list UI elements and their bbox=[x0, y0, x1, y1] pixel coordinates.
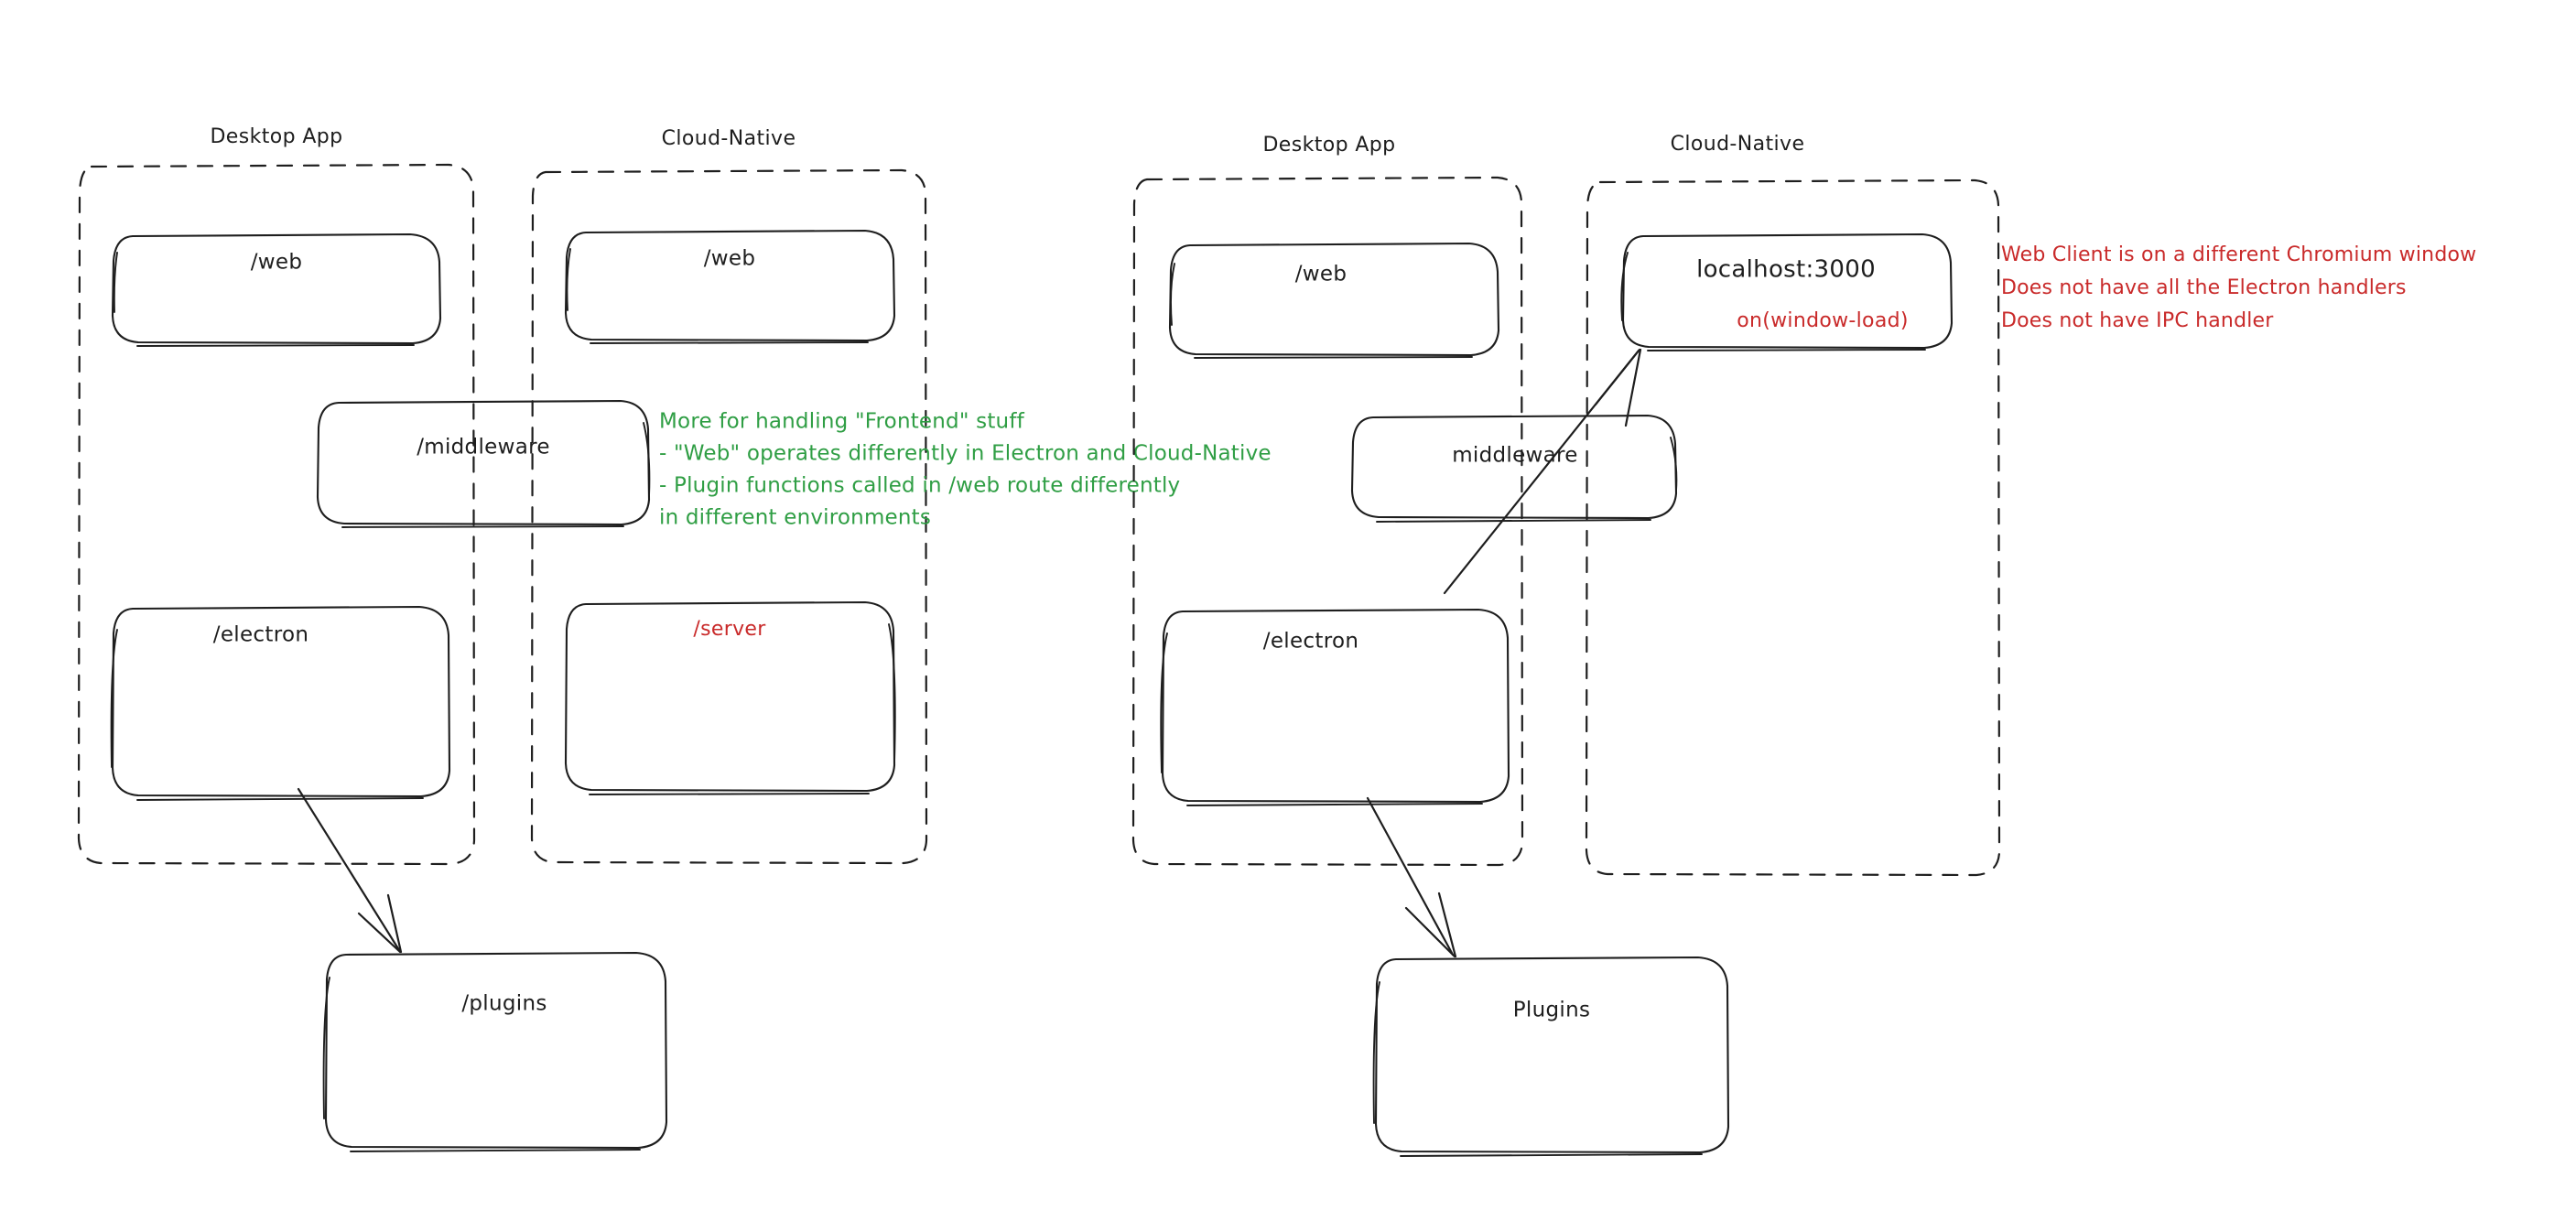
left-plugins-shape bbox=[324, 951, 668, 1150]
box-right-middleware[interactable]: middleware bbox=[1350, 414, 1678, 523]
left-cloud-native-boundary bbox=[530, 168, 928, 865]
right-plugins-label: Plugins bbox=[1513, 999, 1591, 1022]
left-server-label: /server bbox=[693, 618, 766, 641]
box-right-plugins[interactable]: Plugins bbox=[1372, 956, 1730, 1157]
right-desktop-app-label: Desktop App bbox=[1262, 134, 1395, 157]
left-cloud-web-label: /web bbox=[704, 247, 756, 271]
right-electron-shape bbox=[1161, 608, 1510, 804]
right-red-note-line-1: Web Client is on a different Chromium wi… bbox=[2001, 243, 2476, 266]
left-green-note: More for handling "Frontend" stuff - "We… bbox=[659, 410, 1272, 530]
right-electron-localhost-head-b bbox=[1624, 348, 1642, 427]
left-plugins-sketch-overstroke bbox=[322, 977, 641, 1152]
right-electron-plugins-head-a bbox=[1404, 906, 1456, 958]
right-plugins-shape bbox=[1374, 956, 1730, 1154]
box-left-desktop-web[interactable]: /web bbox=[111, 232, 442, 347]
left-green-note-line-1: More for handling "Frontend" stuff bbox=[659, 410, 1025, 434]
box-left-server[interactable]: /server bbox=[564, 600, 896, 795]
left-electron-shape bbox=[111, 605, 451, 798]
right-electron-sketch-overstroke bbox=[1160, 632, 1483, 806]
group-right-desktop-app: Desktop App bbox=[1131, 134, 1524, 867]
left-electron-plugins-shaft bbox=[297, 787, 401, 952]
left-electron-plugins-head-a bbox=[357, 912, 402, 954]
right-localhost-sketch-overstroke bbox=[1620, 252, 1926, 351]
box-left-electron[interactable]: /electron bbox=[110, 605, 451, 801]
left-electron-label: /electron bbox=[213, 623, 308, 647]
group-left-cloud-native: Cloud-Native bbox=[530, 127, 928, 865]
arrow-right-electron-to-localhost bbox=[1443, 348, 1642, 595]
left-electron-plugins-head-b bbox=[386, 893, 403, 954]
left-desktop-web-sketch-overstroke bbox=[113, 252, 415, 347]
right-plugins-sketch-overstroke bbox=[1372, 981, 1703, 1157]
box-right-localhost[interactable]: localhost:3000 on(window-load) bbox=[1620, 232, 1954, 351]
right-electron-plugins-shaft bbox=[1366, 796, 1455, 956]
right-desktop-web-shape bbox=[1168, 242, 1500, 357]
left-electron-sketch-overstroke bbox=[110, 629, 424, 801]
right-localhost-sublabel: on(window-load) bbox=[1737, 309, 1909, 332]
right-red-note: Web Client is on a different Chromium wi… bbox=[2001, 243, 2476, 332]
left-server-shape bbox=[564, 600, 896, 793]
group-right-cloud-native: Cloud-Native bbox=[1585, 133, 2001, 877]
right-localhost-shape bbox=[1621, 232, 1954, 350]
right-electron-plugins-head-b bbox=[1437, 892, 1457, 958]
box-right-desktop-web[interactable]: /web bbox=[1168, 242, 1500, 359]
right-red-note-line-3: Does not have IPC handler bbox=[2001, 309, 2274, 332]
left-cloud-web-shape bbox=[564, 229, 896, 342]
right-desktop-web-sketch-overstroke bbox=[1170, 263, 1473, 359]
left-server-sketch-overstroke bbox=[589, 623, 896, 795]
right-cloud-native-label: Cloud-Native bbox=[1671, 133, 1805, 156]
left-desktop-app-boundary bbox=[77, 163, 476, 866]
left-desktop-web-label: /web bbox=[251, 251, 303, 275]
arrow-right-electron-to-plugins bbox=[1366, 796, 1457, 958]
group-left-desktop-app: Desktop App bbox=[77, 125, 476, 866]
right-middleware-label: middleware bbox=[1452, 444, 1578, 468]
arrow-left-electron-to-plugins bbox=[297, 787, 403, 954]
left-middleware-shape bbox=[316, 399, 651, 526]
right-middleware-shape bbox=[1350, 414, 1678, 520]
right-localhost-label: localhost:3000 bbox=[1696, 256, 1876, 284]
left-desktop-web-shape bbox=[111, 232, 442, 345]
box-right-electron[interactable]: /electron bbox=[1160, 608, 1510, 806]
left-green-note-line-2: - "Web" operates differently in Electron… bbox=[659, 442, 1272, 466]
left-middleware-label: /middleware bbox=[417, 436, 550, 459]
right-cloud-native-boundary bbox=[1585, 178, 2001, 877]
right-red-note-line-2: Does not have all the Electron handlers bbox=[2001, 276, 2407, 299]
left-cloud-native-label: Cloud-Native bbox=[662, 127, 796, 150]
left-middleware-sketch-overstroke bbox=[341, 422, 651, 528]
right-electron-label: /electron bbox=[1263, 630, 1358, 654]
left-green-note-line-4: in different environments bbox=[659, 506, 931, 530]
left-desktop-app-label: Desktop App bbox=[210, 125, 342, 148]
right-electron-localhost-head-a bbox=[1594, 348, 1641, 406]
right-desktop-web-label: /web bbox=[1295, 263, 1348, 286]
box-left-cloud-web[interactable]: /web bbox=[564, 229, 896, 344]
box-left-plugins[interactable]: /plugins bbox=[322, 951, 668, 1152]
box-left-middleware[interactable]: /middleware bbox=[316, 399, 651, 528]
right-desktop-app-boundary bbox=[1131, 176, 1524, 867]
right-middleware-sketch-overstroke bbox=[1376, 437, 1678, 523]
left-green-note-line-3: - Plugin functions called in /web route … bbox=[659, 474, 1180, 498]
left-cloud-web-sketch-overstroke bbox=[566, 248, 869, 344]
left-plugins-label: /plugins bbox=[461, 992, 547, 1016]
